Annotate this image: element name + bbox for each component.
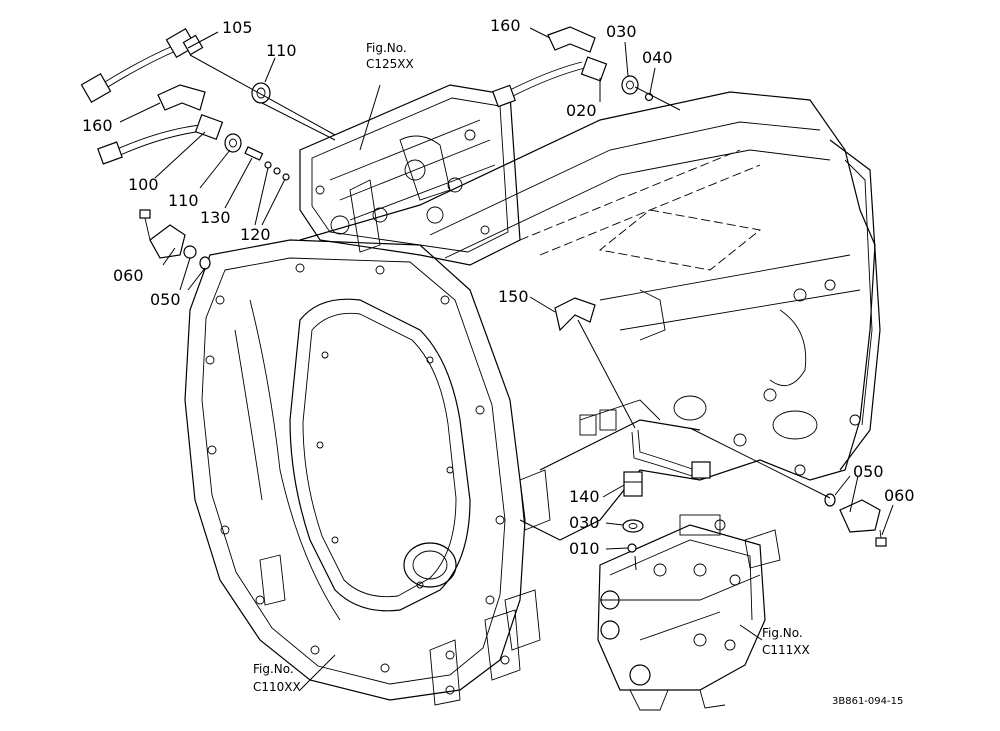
fig-ref-c125-line2: C125XX — [366, 57, 414, 71]
label-130: 130 — [200, 208, 231, 227]
sensor-left — [149, 224, 197, 259]
fig-ref-c110-line2: C110XX — [253, 680, 301, 694]
figure-ref-c110: Fig.No. C110XX — [253, 662, 301, 694]
shift-cover — [299, 84, 521, 266]
clamp-150 — [554, 297, 596, 332]
fig-ref-c111-line1: Fig.No. — [762, 626, 803, 640]
label-100: 100 — [128, 175, 159, 194]
drawing-code: 3B861-094-15 — [832, 696, 903, 707]
label-030-top: 030 — [606, 22, 637, 41]
sensor-105 — [80, 28, 204, 103]
oring-050-left — [199, 256, 211, 270]
label-150: 150 — [498, 287, 529, 306]
washer-110-mid — [224, 133, 242, 153]
label-140: 140 — [569, 487, 600, 506]
fig-ref-c110-line1: Fig.No. — [253, 662, 294, 676]
bolt-060-left — [139, 209, 151, 241]
label-040: 040 — [642, 48, 673, 67]
label-010: 010 — [569, 539, 600, 558]
hydraulic-block — [597, 514, 781, 711]
label-110-top: 110 — [266, 41, 297, 60]
part-labels: 105 110 160 100 110 130 120 060 050 160 … — [82, 16, 915, 558]
label-160-top: 160 — [490, 16, 521, 35]
label-105: 105 — [222, 18, 253, 37]
label-060-left: 060 — [113, 266, 144, 285]
label-030-bottom: 030 — [569, 513, 600, 532]
balls-120 — [264, 161, 290, 181]
label-160-left: 160 — [82, 116, 113, 135]
label-120: 120 — [240, 225, 271, 244]
leader-lines — [119, 27, 894, 691]
washer-030-bottom — [622, 519, 644, 533]
sensor-right — [824, 493, 887, 547]
bell-housing — [184, 239, 551, 706]
washer-030-top — [621, 75, 639, 95]
sensor-140 — [623, 429, 711, 497]
label-110-mid: 110 — [168, 191, 199, 210]
sensor-020 — [492, 56, 608, 108]
fig-ref-c111-line2: C111XX — [762, 643, 810, 657]
label-060-right: 060 — [884, 486, 915, 505]
clamp-160-top — [547, 26, 596, 53]
label-050-right: 050 — [853, 462, 884, 481]
label-020: 020 — [566, 101, 597, 120]
fig-ref-c125-line1: Fig.No. — [366, 41, 407, 55]
pin-130 — [244, 146, 264, 161]
label-050-left: 050 — [150, 290, 181, 309]
sensor-100 — [97, 114, 224, 165]
clamp-160-left — [157, 84, 206, 111]
washer-110-top — [251, 82, 271, 104]
ball-010 — [627, 543, 637, 553]
figure-ref-c111: Fig.No. C111XX — [762, 626, 810, 657]
figure-ref-c125: Fig.No. C125XX — [366, 41, 414, 71]
